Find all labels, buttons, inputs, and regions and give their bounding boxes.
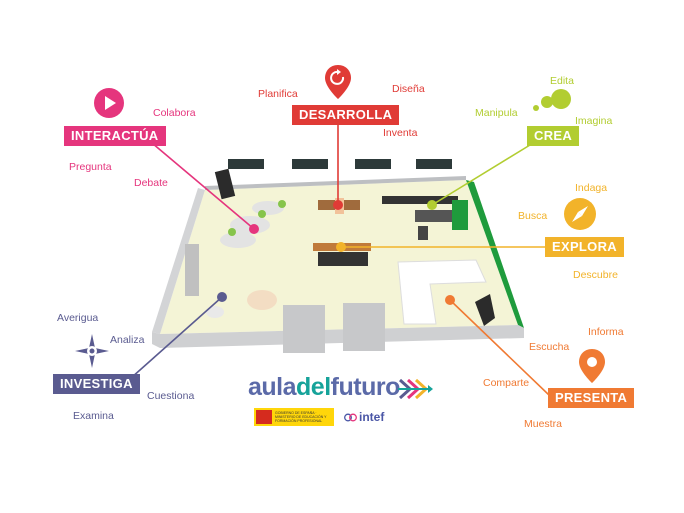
keyword-informa: Informa: [588, 326, 624, 338]
compass-icon: [564, 198, 596, 230]
label-investiga: INVESTIGA: [53, 374, 140, 394]
play-icon: [94, 88, 124, 118]
keyword-planifica: Planifica: [258, 88, 298, 100]
logo-part-aula: aula: [248, 373, 297, 401]
bubbles-icon: [533, 89, 571, 111]
logo-part-del: del: [296, 373, 331, 401]
keyword-inventa: Inventa: [383, 127, 418, 139]
government-text: GOBIERNO DE ESPAÑA · MINISTERIO DE EDUCA…: [275, 411, 327, 423]
logo-area: auladelfuturo GOBIERNO DE ESPAÑA · MINIS…: [248, 372, 448, 432]
coat-of-arms-icon: [256, 410, 272, 424]
keyword-analiza: Analiza: [110, 334, 145, 346]
keyword-examina: Examina: [73, 410, 114, 422]
refresh-pin-icon: [325, 65, 351, 99]
logo-part-futuro: futuro: [330, 373, 401, 401]
keyword-debate: Debate: [134, 177, 168, 189]
keyword-muestra: Muestra: [524, 418, 562, 430]
compass-rose-icon: [75, 334, 109, 368]
keyword-edita: Edita: [550, 75, 574, 87]
government-badge: GOBIERNO DE ESPAÑA · MINISTERIO DE EDUCA…: [254, 408, 334, 426]
label-explora: EXPLORA: [545, 237, 624, 257]
keyword-pregunta: Pregunta: [69, 161, 112, 173]
location-pin-icon: [579, 349, 605, 383]
keyword-escucha: Escucha: [529, 341, 570, 353]
windows: [228, 159, 452, 169]
keyword-indaga: Indaga: [575, 182, 608, 194]
keyword-busca: Busca: [518, 210, 548, 222]
connector-dots: [217, 200, 455, 305]
keyword-comparte: Comparte: [483, 377, 530, 389]
furniture: [185, 168, 495, 326]
logo-arrows-icon: [398, 378, 433, 400]
keyword-averigua: Averigua: [57, 312, 99, 324]
label-desarrolla: DESARROLLA: [292, 105, 400, 125]
keyword-disena: Diseña: [392, 83, 425, 95]
keyword-cuestiona: Cuestiona: [147, 390, 195, 402]
aula-del-futuro-logo: auladelfuturo: [248, 372, 400, 402]
label-interactua: INTERACTÚA: [64, 126, 166, 146]
keyword-descubre: Descubre: [573, 269, 618, 281]
intef-rings-icon: [344, 413, 357, 422]
keyword-imagina: Imagina: [575, 115, 613, 127]
keyword-manipula: Manipula: [475, 107, 518, 119]
label-crea: CREA: [527, 126, 580, 146]
intef-logo: intef: [344, 410, 384, 424]
connector-lines: [130, 124, 551, 397]
intef-text: intef: [359, 410, 385, 424]
keyword-colabora: Colabora: [153, 107, 196, 119]
label-presenta: PRESENTA: [548, 388, 635, 408]
